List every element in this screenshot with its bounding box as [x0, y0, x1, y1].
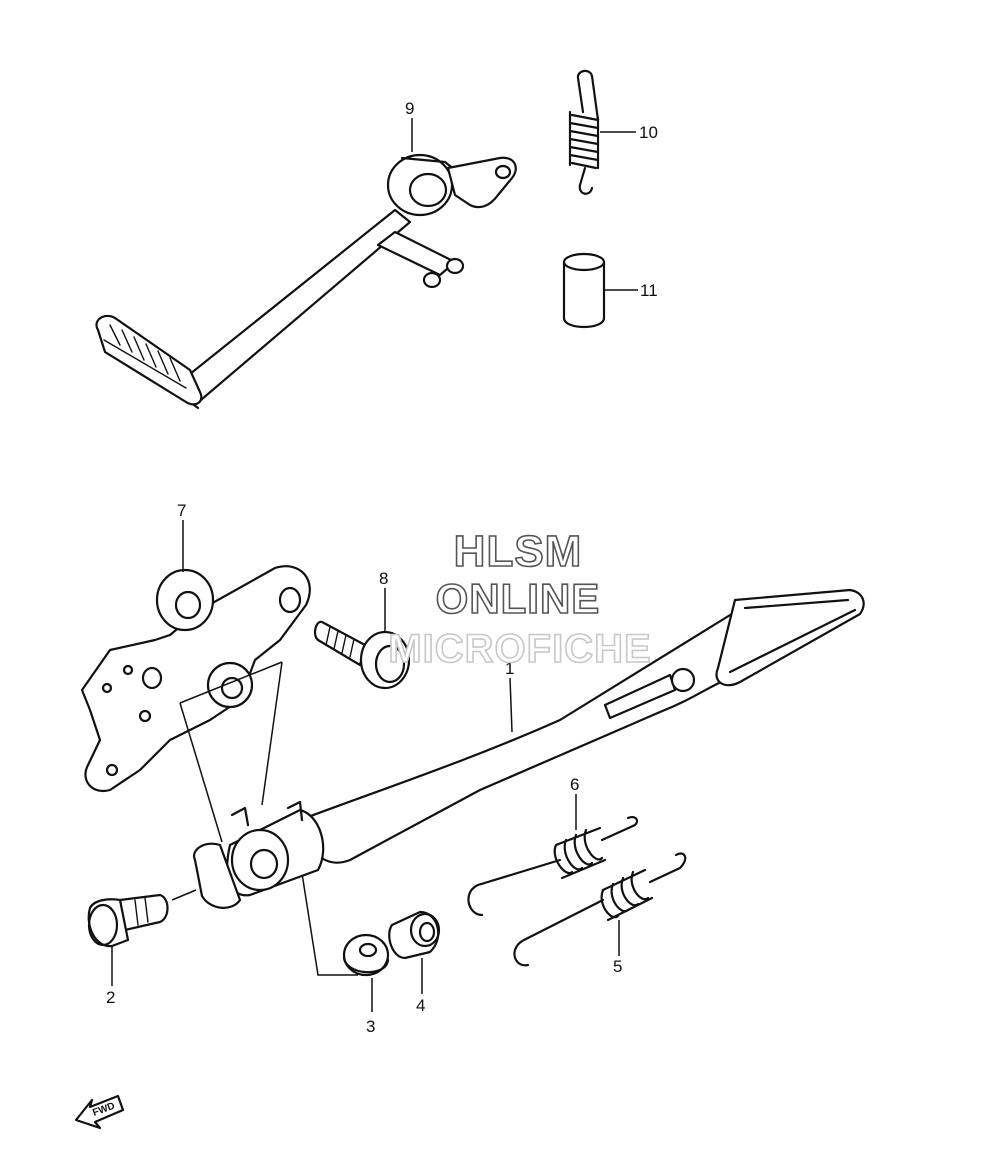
callout-11: 11: [640, 281, 658, 300]
part-11-collar-drawing: [562, 252, 606, 329]
callout-1: 1: [505, 659, 514, 678]
fwd-arrow-icon: FWD: [74, 1094, 125, 1130]
part-6-spring-drawing: [467, 816, 639, 917]
callout-3: 3: [366, 1017, 375, 1036]
part-8-bolt-drawing: [313, 620, 411, 690]
part-4-nut-drawing: [388, 910, 441, 960]
watermark-line-3: MICROFICHE: [388, 627, 651, 671]
part-7-bracket-drawing: [80, 565, 311, 793]
watermark-line-1: HLSM: [454, 527, 583, 576]
callout-5: 5: [613, 957, 622, 976]
callout-2: 2: [106, 988, 115, 1007]
callout-4: 4: [416, 996, 425, 1015]
callout-6: 6: [570, 775, 579, 794]
part-1-stand-drawing: [192, 588, 865, 909]
part-10-spring-drawing: [568, 69, 600, 195]
callout-9: 9: [405, 99, 414, 118]
watermark-line-2: ONLINE: [436, 575, 601, 622]
part-9-pedal-drawing: [95, 153, 517, 410]
callout-8: 8: [379, 569, 388, 588]
part-2-pivot-bolt-drawing: [87, 893, 169, 948]
callout-10: 10: [639, 123, 658, 142]
assembly-guide-lines: [171, 661, 358, 976]
part-3-washer-drawing: [342, 933, 390, 977]
callout-7: 7: [177, 501, 186, 520]
part-5-spring-drawing: [513, 852, 687, 967]
